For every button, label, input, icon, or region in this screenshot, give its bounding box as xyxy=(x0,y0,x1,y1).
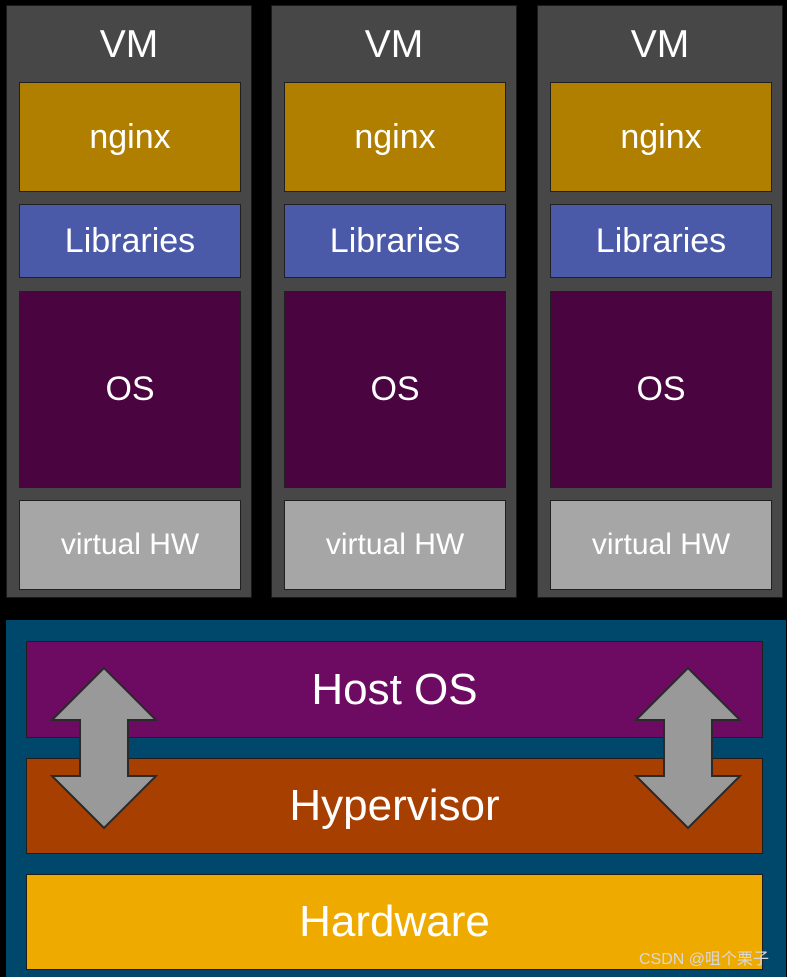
vm-box: VM nginx Libraries OS virtual HW xyxy=(537,5,783,598)
host-stack: Host OS Hypervisor Hardware xyxy=(6,620,786,977)
vm-box: VM nginx Libraries OS virtual HW xyxy=(6,5,252,598)
virtual-hw-layer: virtual HW xyxy=(284,500,506,590)
virtual-hw-layer: virtual HW xyxy=(550,500,772,590)
vm-title: VM xyxy=(364,23,424,66)
hardware-layer: Hardware xyxy=(26,874,763,970)
os-layer: OS xyxy=(550,291,772,488)
host-os-layer: Host OS xyxy=(26,641,763,738)
libraries-layer: Libraries xyxy=(550,204,772,278)
vm-box: VM nginx Libraries OS virtual HW xyxy=(271,5,517,598)
hypervisor-layer: Hypervisor xyxy=(26,758,763,854)
os-layer: OS xyxy=(284,291,506,488)
libraries-layer: Libraries xyxy=(284,204,506,278)
nginx-layer: nginx xyxy=(550,82,772,192)
double-arrow-icon xyxy=(50,666,158,830)
vm-title: VM xyxy=(630,23,690,66)
os-layer: OS xyxy=(19,291,241,488)
double-arrow-icon xyxy=(634,666,742,830)
libraries-layer: Libraries xyxy=(19,204,241,278)
virtual-hw-layer: virtual HW xyxy=(19,500,241,590)
watermark: CSDN @咀个栗子 xyxy=(638,951,769,968)
nginx-layer: nginx xyxy=(284,82,506,192)
nginx-layer: nginx xyxy=(19,82,241,192)
vm-title: VM xyxy=(99,23,159,66)
